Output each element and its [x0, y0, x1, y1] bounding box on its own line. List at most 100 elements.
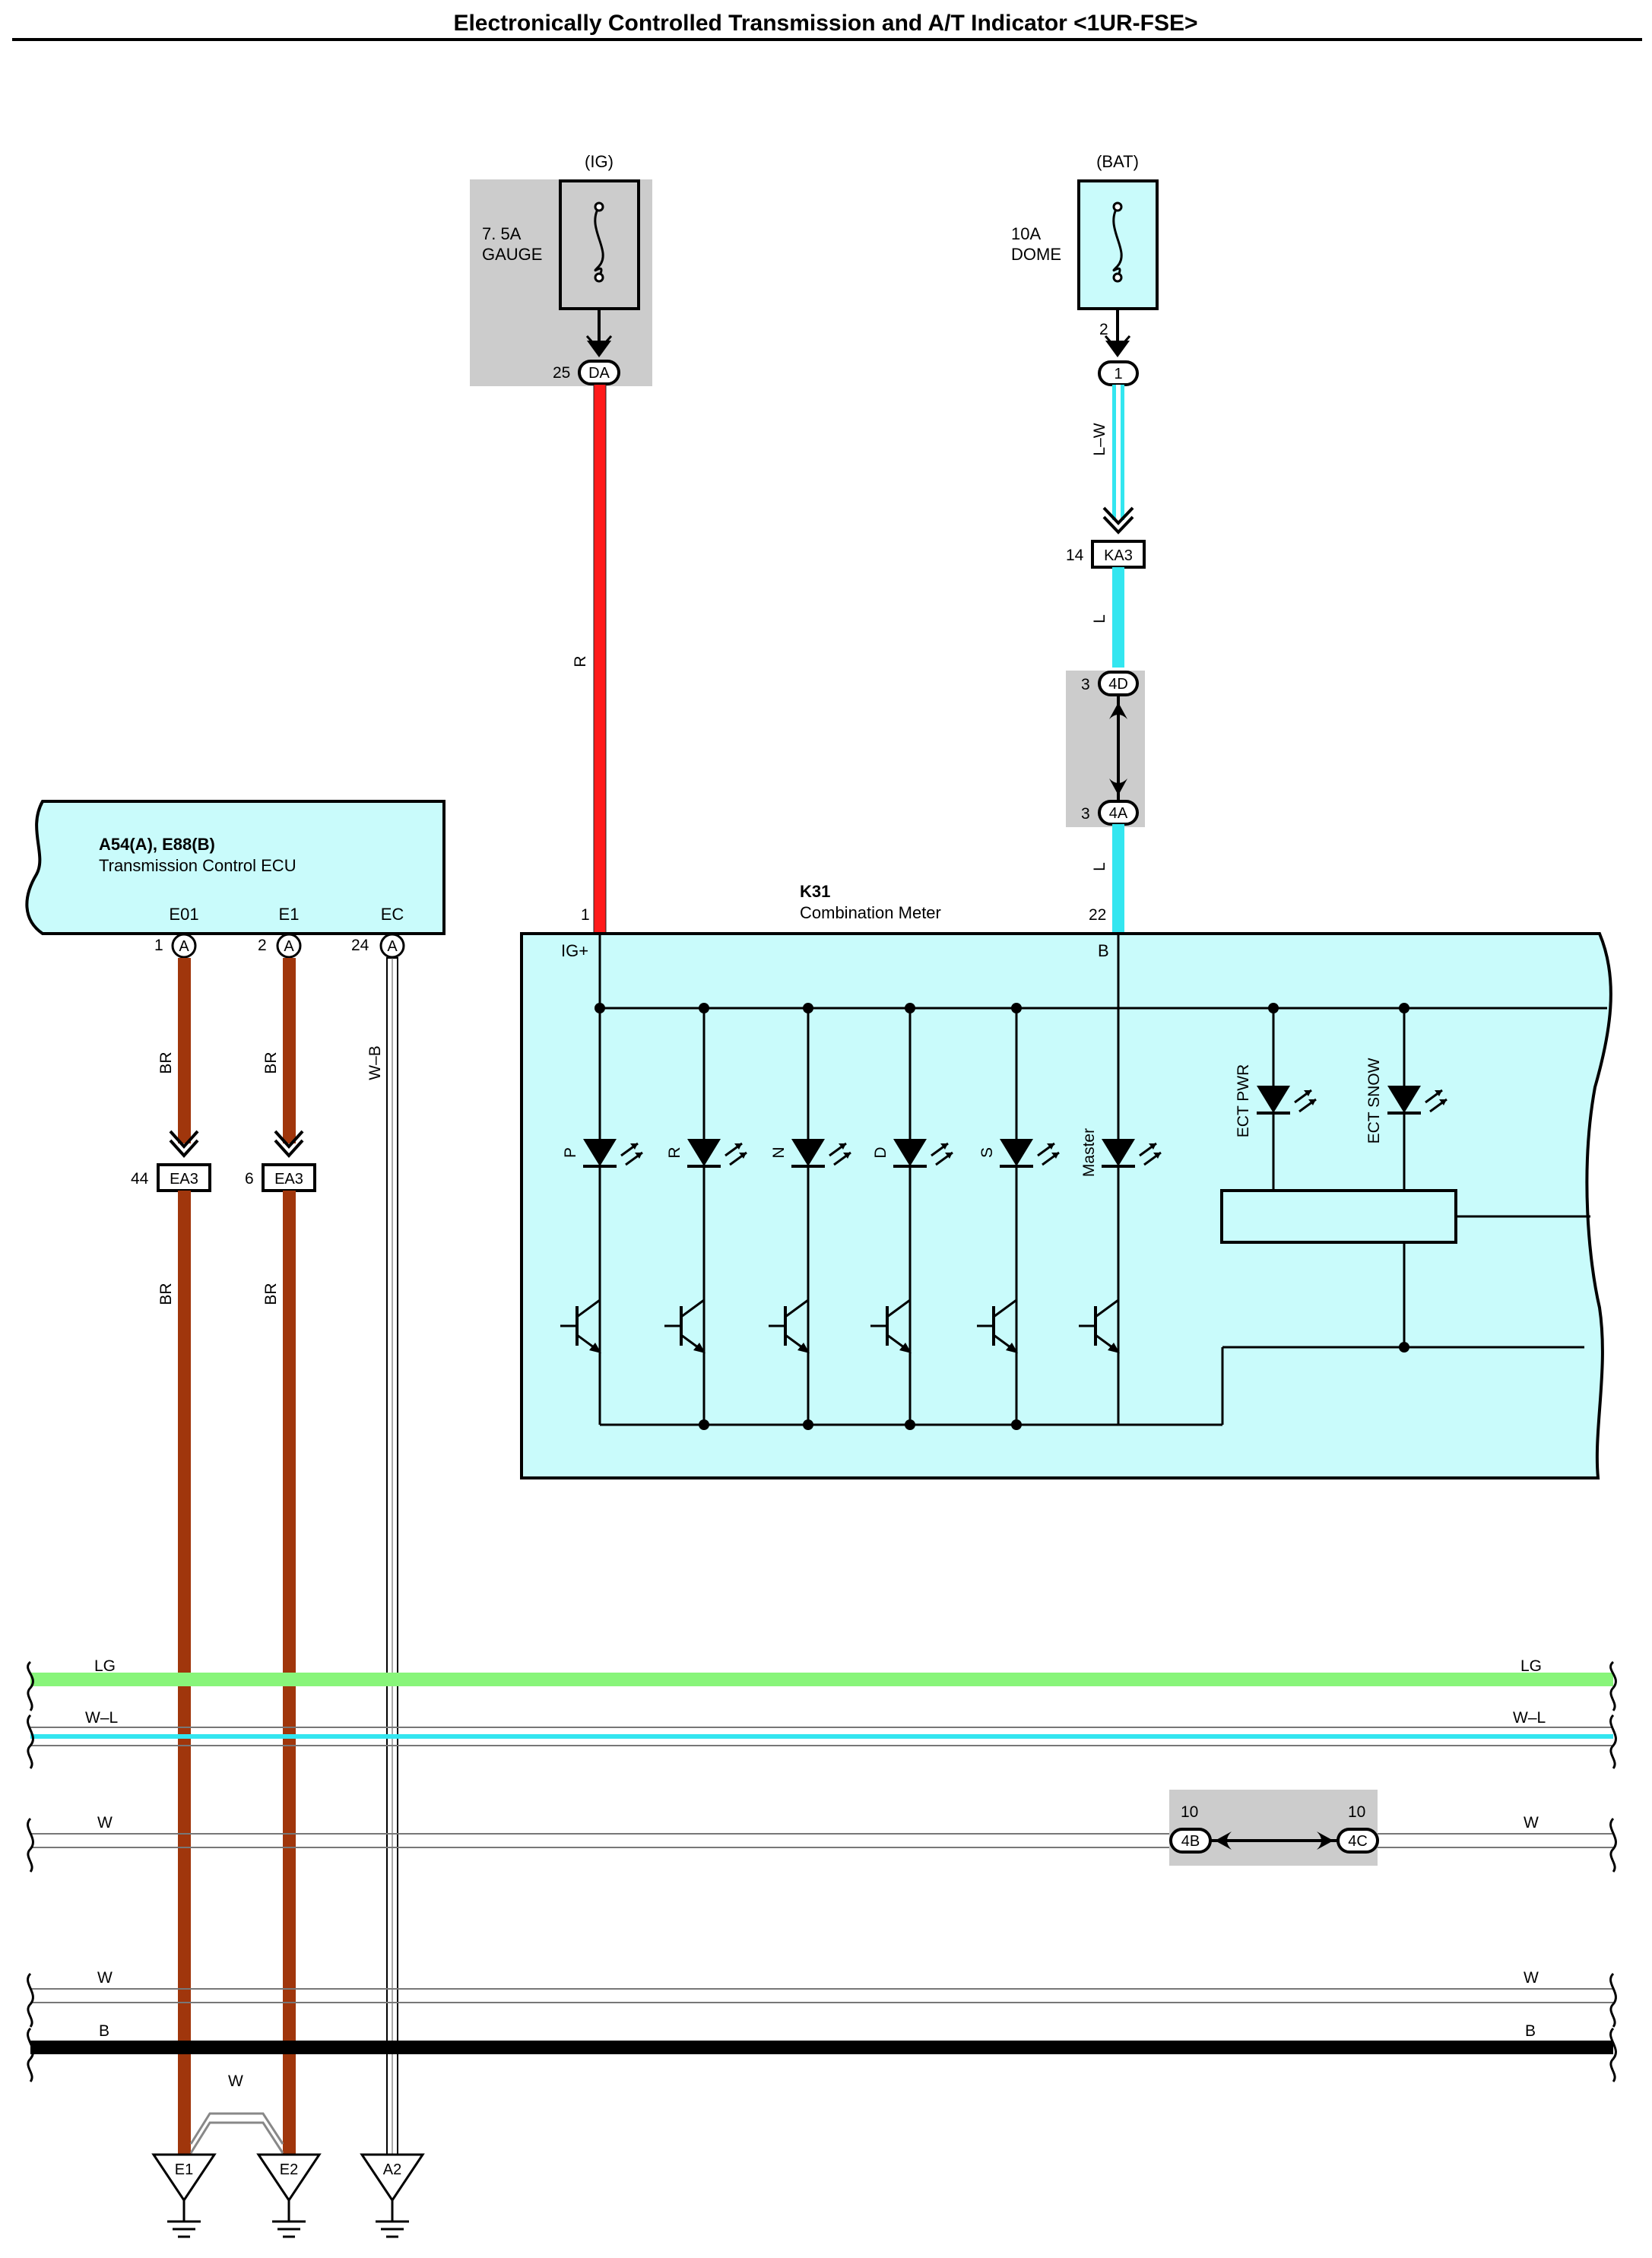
ea3-left-chevron-1 [169, 1130, 199, 1149]
meter-junction-dots [595, 1003, 1409, 1430]
bus-wl [30, 1734, 1613, 1739]
ground-jumper-label: W [228, 2072, 243, 2090]
ig-fuse-terminal-top [594, 201, 604, 212]
ea3-left-connector [157, 1163, 211, 1192]
j4d-arrowhead [1109, 702, 1127, 719]
ecu-id: A54(A), E88(B) [99, 835, 215, 854]
ig-da-connector [578, 360, 620, 385]
meter-term-ig: IG+ [561, 941, 588, 960]
j4c-label: 4C [1348, 1833, 1368, 1850]
ig-fuse-rating: 7. 5A [482, 224, 522, 243]
bat-supply-label: (BAT) [1096, 152, 1139, 171]
ect-pwr-label: ECT PWR [1235, 1064, 1252, 1137]
bat-l-wire-mid [1112, 567, 1124, 668]
bus-break-marks-right [1609, 1660, 1617, 2082]
ka3-connector [1091, 540, 1146, 569]
ea3-left-chevron-2 [169, 1139, 199, 1158]
ka3-chevron-1 [1102, 506, 1134, 525]
led-column-p [559, 1008, 644, 1425]
bat-fuse-terminal-bottom [1112, 272, 1123, 283]
ka3-chevron-2 [1102, 515, 1134, 534]
ecu-pin-24: 24 [351, 937, 369, 954]
bat-connector-1-label: 1 [1114, 366, 1122, 382]
ecu-pin-24-conn: A [387, 938, 398, 955]
ig-red-wire [594, 385, 606, 934]
ground-a2-label: A2 [383, 2161, 401, 2178]
j4d-pin: 3 [1081, 676, 1090, 693]
bus-w1-label-right: W [1524, 1814, 1539, 1831]
led-label-n: N [770, 1146, 788, 1158]
bat-l-mid-label: L [1091, 614, 1108, 623]
meter-id: K31 [800, 882, 830, 901]
bat-lw-label: L–W [1091, 423, 1108, 455]
ka3-label: KA3 [1104, 547, 1133, 564]
led-label-d: D [872, 1146, 889, 1158]
ecu-body [25, 800, 446, 935]
bat-fuse-terminal-top [1112, 201, 1123, 212]
ecu-pin-2-conn: A [284, 938, 294, 955]
j4b-pin: 10 [1181, 1803, 1198, 1821]
e1-wire-lower-label: BR [262, 1283, 280, 1305]
bat-l-wire-lower [1112, 824, 1124, 934]
ea3-right-chevron-2 [274, 1139, 304, 1158]
bat-fuse-rating: 10A [1011, 224, 1041, 243]
ig-fuse-terminal-bottom [594, 272, 604, 283]
bat-arrow-tail [1104, 335, 1131, 352]
meter-pin-ig: 1 [581, 906, 590, 924]
ig-arrow-tail [585, 335, 613, 352]
ig-da-pin: 25 [553, 364, 570, 382]
ig-supply-label: (IG) [585, 152, 614, 171]
diagram-title: Electronically Controlled Transmission a… [453, 11, 1197, 36]
j4d-label: 4D [1108, 676, 1128, 693]
ig-fuse-element [594, 206, 604, 277]
ecu-name: Transmission Control ECU [99, 856, 296, 875]
j4c-arrowhead [1317, 1831, 1333, 1850]
led-column-n [767, 1008, 852, 1425]
ground-jumper [189, 2112, 284, 2145]
ecu-pin-2: 2 [258, 937, 267, 954]
bat-fuse [1077, 179, 1159, 310]
ecu-term-ec: EC [381, 905, 404, 924]
bat-lw-wire-stripe [1116, 385, 1121, 520]
led-label-s: S [978, 1147, 996, 1158]
e01-wire-upper-label: BR [157, 1051, 175, 1074]
bus-w2-label-right: W [1524, 1969, 1539, 1987]
led-label-p: P [562, 1147, 579, 1158]
j4c-pin: 10 [1348, 1803, 1365, 1821]
ect-snow-indicator [1386, 1008, 1448, 1191]
ig-fuse-name: GAUGE [482, 245, 542, 264]
bus-lg-label-right: LG [1520, 1657, 1542, 1675]
j4b-arrowhead [1215, 1831, 1232, 1850]
bus-w1-label-left: W [97, 1814, 113, 1831]
ea3-left-label: EA3 [170, 1171, 198, 1188]
ect-pwr-indicator [1255, 1008, 1317, 1191]
led-column-r [663, 1008, 748, 1425]
ea3-left-pin: 44 [131, 1170, 149, 1188]
meter-pin-b: 22 [1089, 906, 1106, 924]
bus-lg-label-left: LG [94, 1657, 116, 1675]
ecu-pin-2-circle [276, 933, 302, 959]
bat-l-lower-label: L [1091, 862, 1108, 871]
ea3-right-chevron-1 [274, 1130, 304, 1149]
ground-jumper-inner [189, 2121, 284, 2154]
bat-fuse-pin: 2 [1099, 321, 1108, 338]
e1-wire-upper [283, 958, 296, 1143]
bus-w2-label-left: W [97, 1969, 113, 1987]
bus-wl-label-left: W–L [85, 1709, 118, 1727]
bat-fuse-name: DOME [1011, 245, 1061, 264]
meter-term-b: B [1098, 941, 1109, 960]
e01-wire-upper [178, 958, 191, 1143]
junction-4b-4c-shade [1169, 1790, 1378, 1866]
ea3-right-connector [262, 1163, 316, 1192]
j4a-arrowhead [1109, 779, 1127, 795]
led-column-s [975, 1008, 1061, 1425]
ect-snow-label: ECT SNOW [1365, 1058, 1383, 1143]
e01-wire-lower-label: BR [157, 1283, 175, 1305]
bus-b-label-right: B [1525, 2022, 1536, 2040]
j4b-label: 4B [1181, 1833, 1200, 1850]
e1-wire-upper-label: BR [262, 1051, 280, 1074]
ea3-right-label: EA3 [274, 1171, 303, 1188]
j4a-pin: 3 [1081, 805, 1090, 823]
led-label-master: Master [1080, 1128, 1098, 1177]
